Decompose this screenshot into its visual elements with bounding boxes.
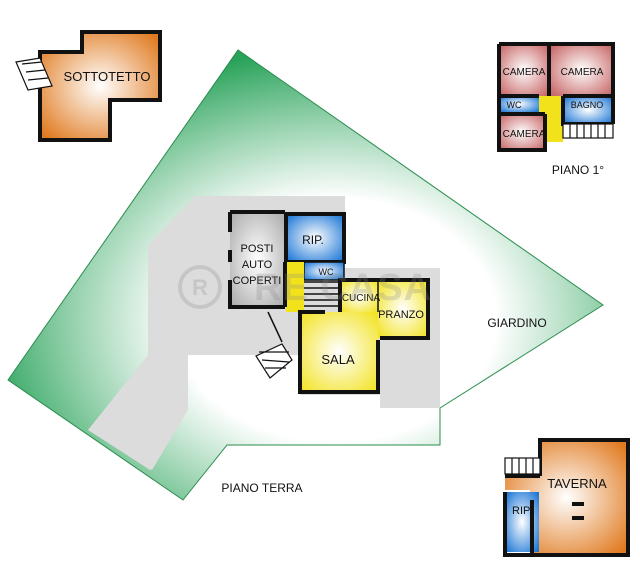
parking-wall bbox=[228, 210, 285, 309]
room-rip-ground bbox=[286, 214, 344, 262]
label-wc-upper: WC bbox=[507, 100, 522, 110]
taverna-walls bbox=[503, 438, 630, 557]
label-posti: POSTI bbox=[240, 243, 273, 255]
label-rip-taverna: RIP. bbox=[512, 505, 532, 517]
room-wc-upper bbox=[499, 96, 539, 112]
room-camera-3 bbox=[499, 114, 545, 150]
label-cucina: CUCINA bbox=[342, 293, 381, 304]
label-sala: SALA bbox=[321, 352, 355, 367]
sottotetto-wall bbox=[38, 30, 162, 142]
room-pranzo bbox=[378, 280, 428, 338]
label-auto: AUTO bbox=[242, 259, 273, 271]
room-camera-1 bbox=[499, 44, 549, 96]
label-bagno: BAGNO bbox=[571, 100, 604, 110]
path-paving bbox=[88, 355, 188, 470]
room-posti-auto bbox=[230, 212, 285, 307]
room-hallway bbox=[286, 262, 304, 312]
interior-stairs bbox=[304, 281, 340, 307]
kitchen-wall bbox=[338, 278, 430, 340]
room-bagno bbox=[563, 96, 613, 124]
label-coperti: COPERTI bbox=[233, 275, 282, 287]
room-sottotetto bbox=[40, 32, 160, 140]
label-camera-3: CAMERA bbox=[503, 129, 546, 140]
label-camera-1: CAMERA bbox=[503, 67, 546, 78]
label-giardino: GIARDINO bbox=[487, 316, 546, 330]
room-camera-2 bbox=[551, 44, 613, 96]
label-rip-ground: RIP. bbox=[302, 233, 324, 247]
room-cucina bbox=[340, 280, 378, 312]
outdoor-stairs bbox=[255, 343, 293, 379]
label-piano1: PIANO 1° bbox=[552, 163, 604, 177]
svg-text:R: R bbox=[192, 275, 208, 300]
piano1-stairs bbox=[562, 123, 614, 139]
taverna-stairs bbox=[504, 457, 541, 475]
svg-text:RE CASA: RE CASA bbox=[254, 267, 432, 309]
sottotetto-stairs bbox=[15, 57, 53, 91]
sala-wall bbox=[298, 310, 380, 394]
label-pranzo: PRANZO bbox=[378, 309, 424, 321]
room-wc-ground bbox=[304, 262, 344, 280]
label-piano-terra: PIANO TERRA bbox=[221, 481, 302, 495]
label-sottotetto: SOTTOTETTO bbox=[64, 69, 151, 84]
label-camera-2: CAMERA bbox=[561, 67, 604, 78]
label-taverna: TAVERNA bbox=[547, 476, 607, 491]
label-wc-ground: WC bbox=[319, 267, 334, 277]
piano1-walls bbox=[497, 42, 615, 152]
watermark-logo: R RE CASA bbox=[178, 265, 432, 309]
room-sala bbox=[300, 312, 378, 392]
